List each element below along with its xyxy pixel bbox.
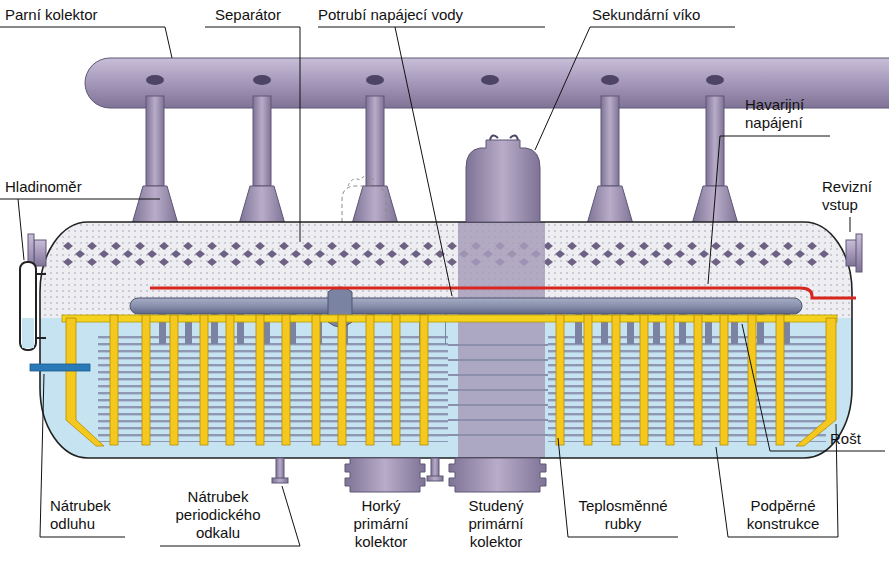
part-label: Rošt	[830, 430, 885, 448]
part-label: Parní kolektor	[5, 6, 165, 24]
leader-lines	[0, 27, 885, 546]
part-label: Hladinoměr	[5, 178, 115, 196]
part-label: Podpěrné konstrukce	[728, 497, 838, 533]
part-label: Revizní vstup	[822, 178, 886, 214]
part-label: Nátrubek odluhu	[50, 497, 130, 533]
part-label: Potrubí napájecí vody	[318, 6, 548, 24]
part-label: Horký primární kolektor	[335, 497, 427, 551]
part-label: Nátrubek periodického odkalu	[163, 488, 273, 542]
part-label: Sekundární víko	[592, 6, 742, 24]
part-label: Separátor	[215, 6, 305, 24]
part-label: Havarijní napájení	[745, 96, 835, 132]
part-label: Studený primární kolektor	[450, 497, 542, 551]
part-label: Teplosměnné rubky	[568, 497, 678, 533]
